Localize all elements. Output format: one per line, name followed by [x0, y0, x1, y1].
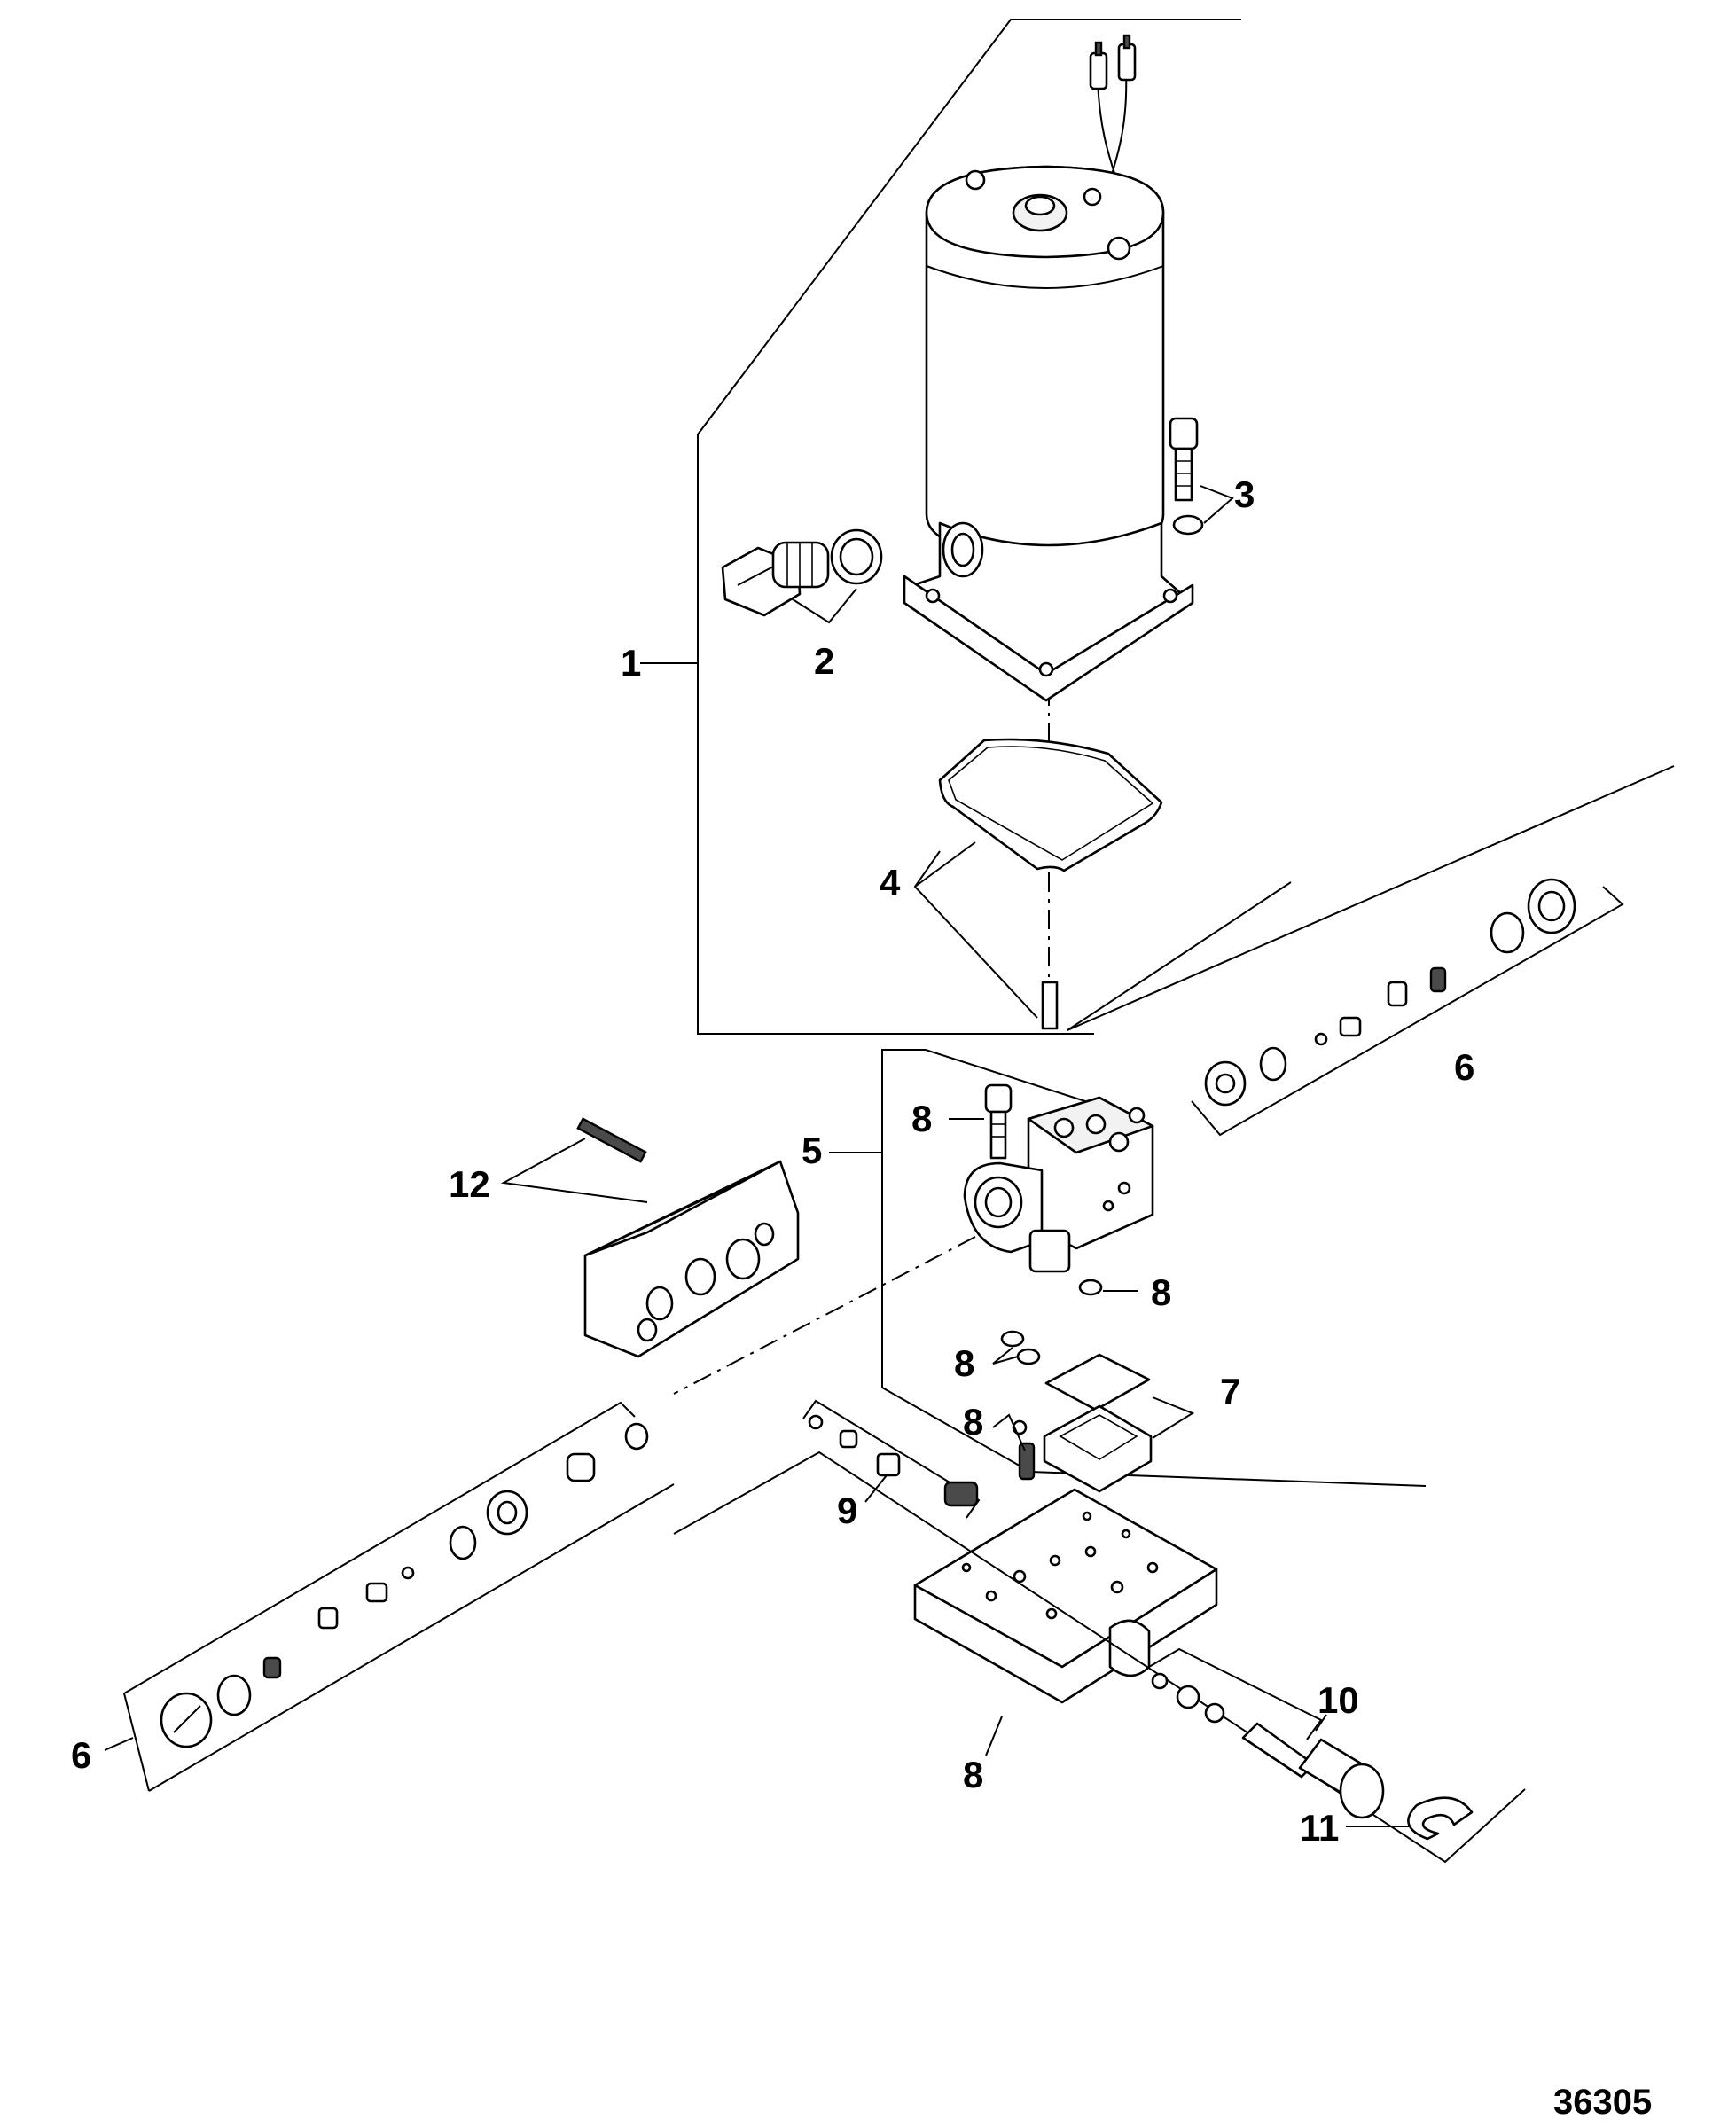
- mount-washer: [1172, 514, 1204, 536]
- leader-8c: [992, 1347, 1019, 1365]
- manual-release-valve: [1151, 1672, 1385, 1819]
- bracket-release-valve: [1148, 1647, 1323, 1740]
- motor-seal-ring: [938, 738, 1163, 872]
- callout-10: 10: [1318, 1679, 1359, 1721]
- check-spring: [1018, 1442, 1036, 1481]
- bracket-motor-assembly: [640, 19, 1241, 1035]
- check-valve-kit: [802, 1399, 981, 1519]
- centerline-lower-valve: [673, 1236, 976, 1395]
- leader-line-pump: [1067, 881, 1292, 1031]
- electric-motor: [903, 34, 1194, 702]
- o-ring-small-1: [1000, 1330, 1025, 1348]
- pump-screw: [984, 1083, 1013, 1160]
- leader-10: [1315, 1714, 1327, 1732]
- alignment-pin: [1041, 981, 1059, 1030]
- fill-plug: [721, 541, 830, 617]
- callout-1: 1: [621, 642, 641, 684]
- leader-3: [1200, 485, 1234, 524]
- valve-block-screw: [576, 1117, 647, 1163]
- callout-6-upper: 6: [1454, 1046, 1474, 1088]
- leader-7: [1152, 1396, 1195, 1439]
- callout-8-o-rings: 8: [954, 1342, 974, 1384]
- filter-seal: [1044, 1353, 1151, 1411]
- callout-5: 5: [802, 1130, 822, 1171]
- callout-9: 9: [837, 1490, 857, 1531]
- reservoir-base-plate: [913, 1488, 1218, 1704]
- leader-12: [500, 1138, 648, 1203]
- callout-4: 4: [880, 862, 901, 903]
- mount-screw: [1169, 417, 1199, 502]
- leader-4a: [913, 850, 1038, 1019]
- bracket-base-plate: [673, 1451, 1526, 1864]
- leader-6b: [104, 1737, 134, 1751]
- callout-8-spring: 8: [963, 1401, 983, 1443]
- filter-screen: [1043, 1404, 1153, 1493]
- leader-4b: [914, 841, 976, 888]
- callout-8-base-plate: 8: [963, 1754, 983, 1795]
- e-ring: [1407, 1796, 1474, 1841]
- callout-8-screw: 8: [911, 1098, 932, 1139]
- leader-8e: [985, 1716, 1003, 1756]
- leader-8d: [992, 1413, 1026, 1451]
- figure-reference-number: 36305: [1553, 2083, 1652, 2122]
- callout-12: 12: [449, 1163, 490, 1205]
- valve-kit-lower: [122, 1401, 675, 1792]
- valve-block: [583, 1160, 800, 1358]
- callout-11: 11: [1300, 1807, 1339, 1849]
- pump-body: [963, 1096, 1154, 1273]
- callout-7: 7: [1220, 1371, 1240, 1412]
- callout-6-lower: 6: [71, 1734, 91, 1776]
- callout-2: 2: [814, 640, 834, 682]
- pump-washer: [1078, 1279, 1103, 1296]
- o-ring-small-2: [1016, 1348, 1041, 1365]
- callout-8-washer: 8: [1151, 1271, 1171, 1313]
- leader-2: [792, 588, 857, 624]
- leader-line-upper-right: [1067, 765, 1675, 1031]
- callout-3: 3: [1234, 473, 1255, 515]
- valve-kit-upper: [1191, 878, 1624, 1137]
